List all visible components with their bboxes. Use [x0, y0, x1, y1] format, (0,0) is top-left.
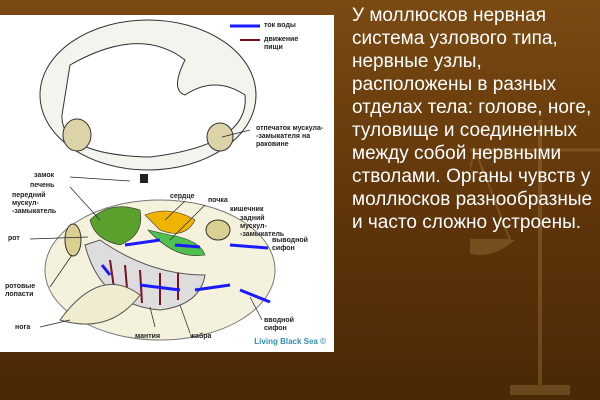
- scales-decoration: [470, 120, 600, 395]
- label-mantle: мантия: [135, 333, 161, 340]
- label-heart: сердце: [170, 193, 195, 200]
- label-oral-lobes: ротовые лопасти: [5, 283, 36, 298]
- clam-diagram: [29, 19, 276, 341]
- mollusc-anatomy-figure: ток воды движение пищи отпечаток мускула…: [0, 15, 334, 352]
- slide-body-text: У моллюсков нервная система узлового тип…: [352, 5, 593, 233]
- label-posterior-muscle: задний мускул- -замыкатель: [240, 215, 285, 238]
- label-foot: нога: [15, 324, 31, 331]
- label-kidney: почка: [208, 197, 228, 204]
- label-muscle-imprint: отпечаток мускула- -замыкателя на ракови…: [256, 125, 324, 148]
- label-gill: жабра: [190, 333, 212, 340]
- legend-water-flow: ток воды: [264, 22, 296, 29]
- label-intestine: кишечник: [230, 206, 264, 213]
- label-anterior-muscle: передний мускул- -замыкатель: [12, 192, 57, 215]
- image-credit: Living Black Sea ©: [254, 337, 326, 346]
- label-liver: печень: [30, 182, 55, 189]
- label-inhalant-siphon: вводной сифон: [264, 317, 294, 332]
- label-hinge: замок: [34, 172, 55, 179]
- label-exhalant-siphon: выводной сифон: [272, 237, 308, 252]
- legend-food-movement: движение пищи: [264, 36, 299, 51]
- label-mouth: рот: [8, 235, 20, 242]
